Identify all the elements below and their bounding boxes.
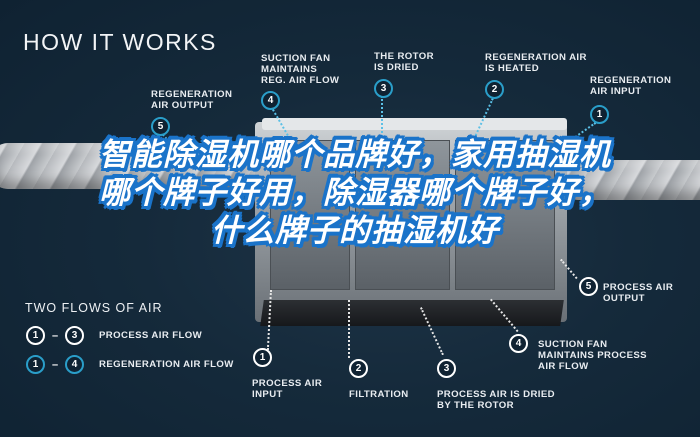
unit-panel-left xyxy=(270,140,350,290)
reg-5-badge: 5 xyxy=(151,117,170,136)
legend-regeneration-from-badge: 1 xyxy=(26,355,45,374)
reg-5-label: REGENERATION AIR OUTPUT xyxy=(151,89,233,111)
proc-2-badge: 2 xyxy=(349,359,368,378)
proc-1-badge: 1 xyxy=(253,348,272,367)
unit-panel-right xyxy=(455,140,555,290)
proc-5-label: PROCESS AIR OUTPUT xyxy=(603,282,674,304)
legend-regeneration-label: REGENERATION AIR FLOW xyxy=(99,359,234,370)
proc-2-label: FILTRATION xyxy=(349,389,409,400)
proc-3-label: PROCESS AIR IS DRIED BY THE ROTOR xyxy=(437,389,555,411)
leader-reg-3 xyxy=(381,96,383,144)
dehumidifier-base xyxy=(260,300,564,326)
reg-2-label: REGENERATION AIR IS HEATED xyxy=(485,52,587,74)
reg-1-label: REGENERATION AIR INPUT xyxy=(590,75,672,97)
legend-row-process: 1 – 3 PROCESS AIR FLOW xyxy=(26,326,202,345)
legend-row-regeneration: 1 – 4 REGENERATION AIR FLOW xyxy=(26,355,234,374)
legend-title: TWO FLOWS OF AIR xyxy=(25,301,163,315)
proc-5-badge: 5 xyxy=(579,277,598,296)
leader-proc-2 xyxy=(348,300,350,358)
unit-panel-middle xyxy=(355,140,450,290)
proc-4-badge: 4 xyxy=(509,334,528,353)
proc-3-badge: 3 xyxy=(437,359,456,378)
left-air-duct xyxy=(0,143,275,189)
page-title: HOW IT WORKS xyxy=(23,29,217,55)
reg-2-badge: 2 xyxy=(485,80,504,99)
legend-process-to-badge: 3 xyxy=(65,326,84,345)
reg-3-label: THE ROTOR IS DRIED xyxy=(374,51,434,73)
overlay-headline: 智能除湿机哪个品牌好，家用抽湿机哪个牌子好用，除湿器哪个牌子好，什么牌子的抽湿机… xyxy=(99,137,611,249)
legend-process-dash: – xyxy=(51,329,59,342)
proc-4-label: SUCTION FAN MAINTAINS PROCESS AIR FLOW xyxy=(538,339,647,372)
legend-process-label: PROCESS AIR FLOW xyxy=(99,330,203,341)
proc-1-label: PROCESS AIR INPUT xyxy=(252,378,323,400)
right-air-duct xyxy=(560,160,700,200)
reg-3-badge: 3 xyxy=(374,79,393,98)
reg-4-label: SUCTION FAN MAINTAINS REG. AIR FLOW xyxy=(261,53,340,86)
legend-regeneration-dash: – xyxy=(51,358,59,371)
legend-regeneration-to-badge: 4 xyxy=(65,355,84,374)
reg-1-badge: 1 xyxy=(590,105,609,124)
dehumidifier-top-edge xyxy=(262,118,567,130)
legend-process-from-badge: 1 xyxy=(26,326,45,345)
reg-4-badge: 4 xyxy=(261,91,280,110)
